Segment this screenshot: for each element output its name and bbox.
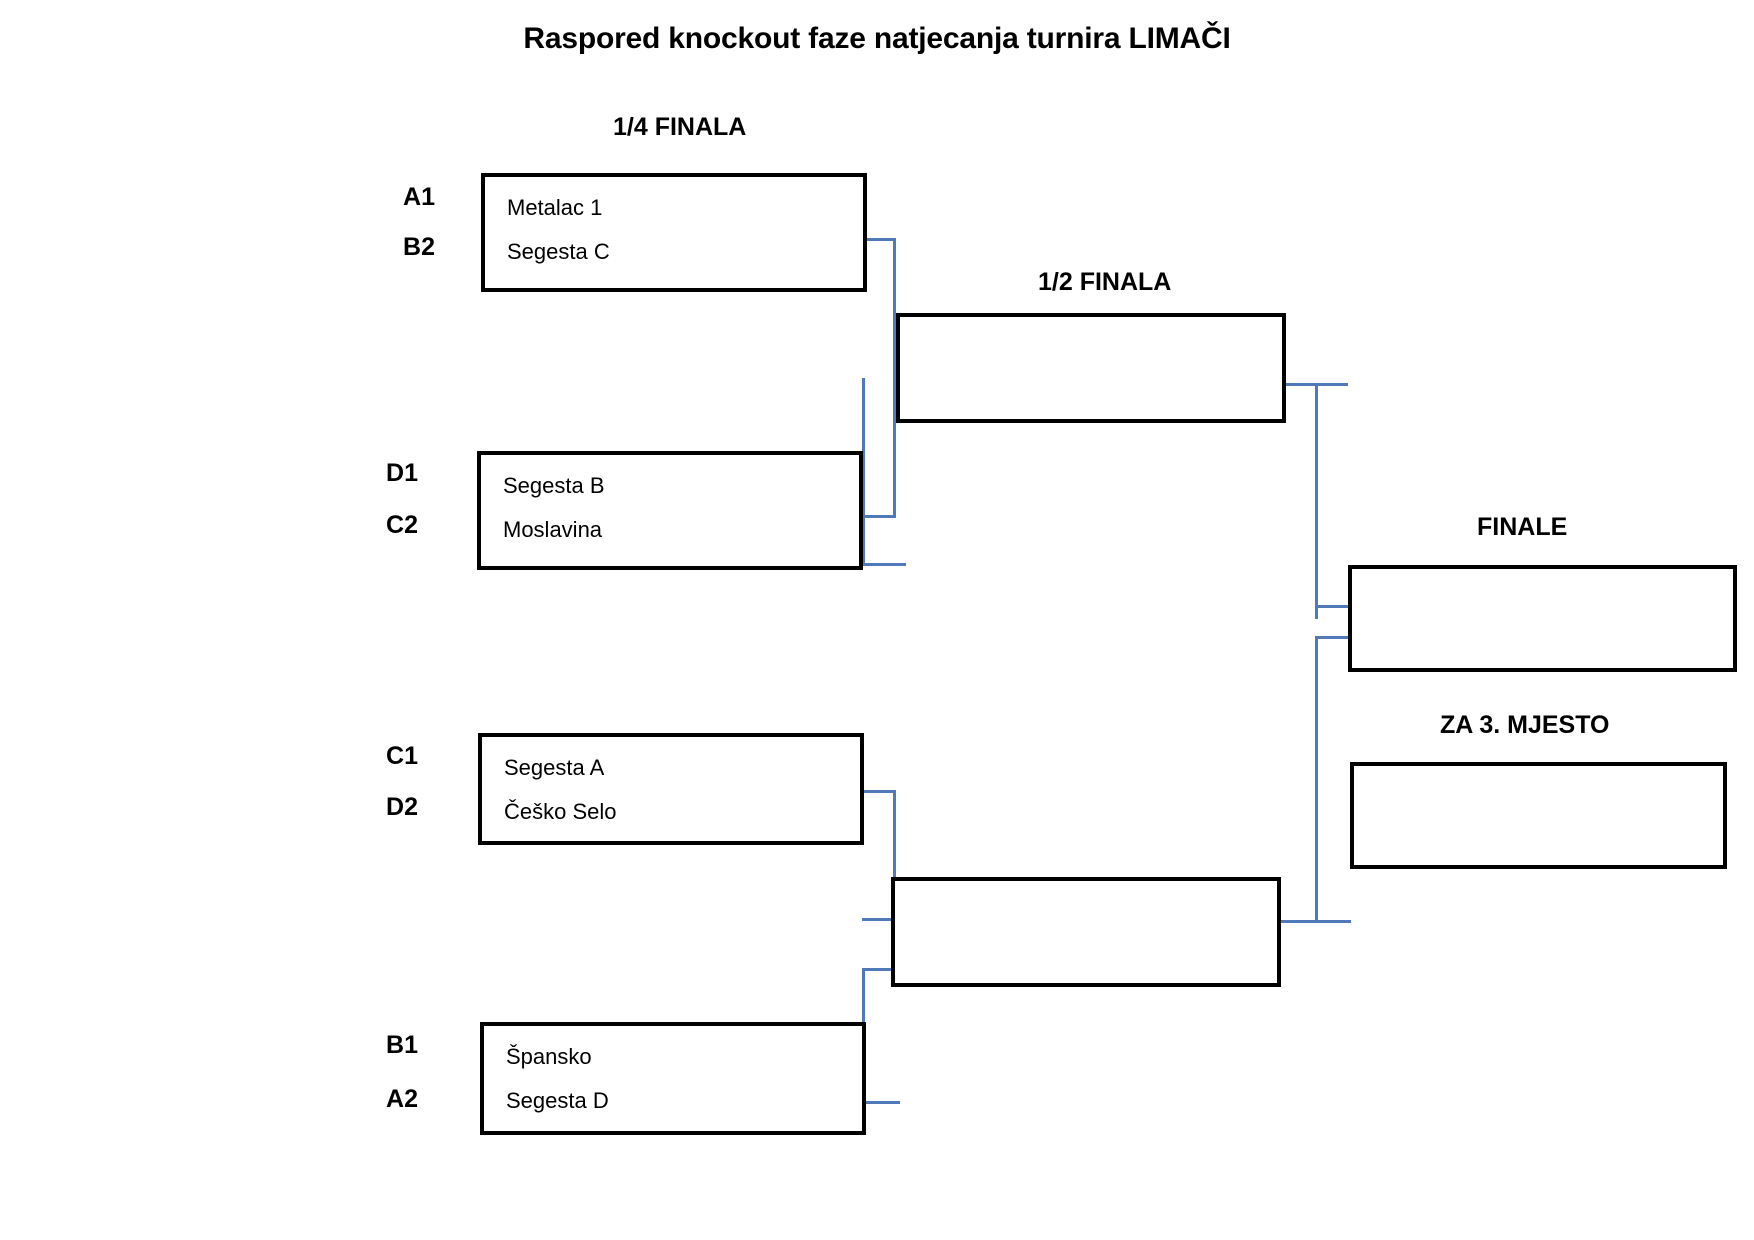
seed-label-d2: D2 <box>386 793 418 821</box>
seed-label-c2: C2 <box>386 511 418 539</box>
connector-sf2-in-upper <box>862 918 896 921</box>
connector-qf1-out <box>862 238 896 241</box>
match-slot-team: Češko Selo <box>504 799 617 824</box>
match-slot-team: Segesta B <box>503 473 605 498</box>
seed-label-d1: D1 <box>386 459 418 487</box>
connector-final-in-lower <box>1315 636 1351 639</box>
connector-sf1-spine <box>893 238 896 518</box>
match-box-sf2[interactable] <box>891 877 1281 987</box>
connector-sf2-spine <box>893 790 896 920</box>
match-slot-team: Segesta C <box>507 239 610 264</box>
connector-sf2-out <box>1279 920 1351 923</box>
connector-sf1-feed <box>862 378 865 565</box>
match-box-sf1[interactable] <box>896 313 1286 423</box>
seed-label-b1: B1 <box>386 1031 418 1059</box>
seed-label-a2: A2 <box>386 1085 418 1113</box>
seed-label-a1: A1 <box>403 183 435 211</box>
match-slot-team: Moslavina <box>503 517 603 542</box>
connector-qf3-out <box>858 790 896 793</box>
round-heading-semifinals: 1/2 FINALA <box>1038 268 1172 296</box>
round-heading-final: FINALE <box>1477 513 1568 541</box>
round-heading-quarterfinals: 1/4 FINALA <box>613 113 747 141</box>
round-heading-third-place: ZA 3. MJESTO <box>1440 711 1610 739</box>
match-box-qf2[interactable]: Segesta B Moslavina <box>477 451 863 570</box>
seed-label-b2: B2 <box>403 233 435 261</box>
connector-qf2-out <box>862 515 896 518</box>
connector-final-spine <box>1315 383 1318 619</box>
match-slot-team: Metalac 1 <box>507 195 603 220</box>
connector-final-in-upper <box>1315 605 1351 608</box>
connector-qf4-out <box>862 1101 900 1104</box>
match-box-qf3[interactable]: Segesta A Češko Selo <box>478 733 864 845</box>
match-box-final[interactable] <box>1348 565 1737 672</box>
connector-sf2-in-lower <box>862 968 896 971</box>
seed-label-c1: C1 <box>386 742 418 770</box>
match-slot-team: Segesta A <box>504 755 605 780</box>
page-title: Raspored knockout faze natjecanja turnir… <box>523 22 1231 55</box>
match-slot-team: Špansko <box>506 1044 592 1069</box>
match-slot-team: Segesta D <box>506 1088 609 1113</box>
connector-sf1-in-lower <box>862 563 906 566</box>
match-box-third-place[interactable] <box>1350 762 1727 869</box>
match-box-qf4[interactable]: Špansko Segesta D <box>480 1022 866 1135</box>
match-box-qf1[interactable]: Metalac 1 Segesta C <box>481 173 867 292</box>
connector-third-place-spine <box>1315 636 1318 923</box>
